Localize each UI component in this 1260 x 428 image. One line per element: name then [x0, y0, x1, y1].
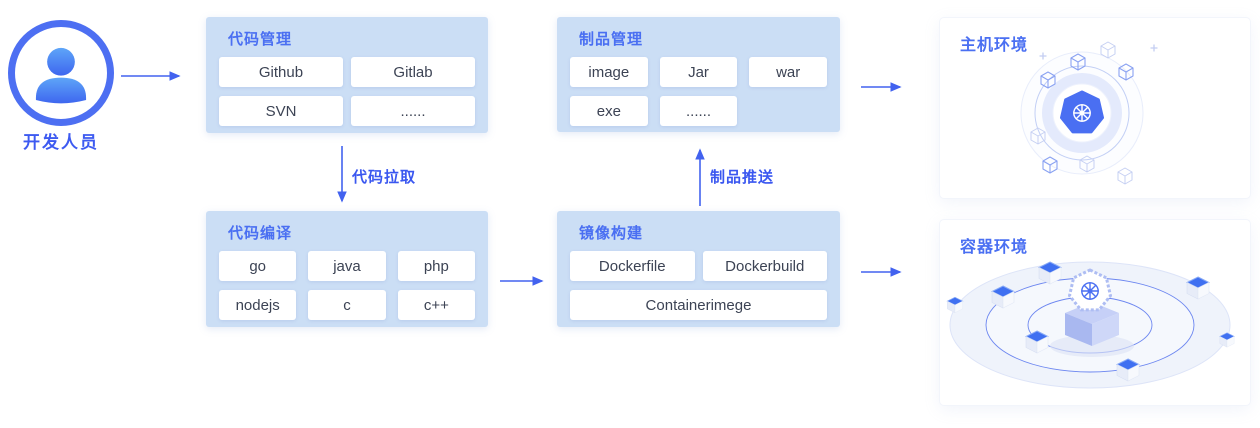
artifact-push-label: 制品推送	[710, 169, 775, 186]
chip-java: java	[308, 251, 386, 281]
code-pull-label: 代码拉取	[352, 169, 417, 186]
chip-more: ......	[351, 96, 475, 126]
plus-icon	[1038, 51, 1048, 61]
developer-avatar-icon	[35, 47, 87, 104]
kubernetes-icon	[1081, 282, 1099, 300]
chip-image: image	[570, 57, 648, 87]
pill-grid: image Jar war exe ......	[557, 49, 840, 126]
kubernetes-icon	[1073, 104, 1091, 122]
panel-artifact-management: 制品管理 image Jar war exe ......	[557, 17, 840, 132]
host-environment-title: 主机环境	[960, 37, 1029, 54]
pill-grid: Dockerfile Dockerbuild Containerimege	[557, 243, 840, 320]
developer-label: 开发人员	[23, 133, 99, 152]
orbit-ring-mid	[1034, 65, 1130, 161]
panel-code-management: 代码管理 Github Gitlab SVN ......	[206, 17, 488, 133]
panel-title: 镜像构建	[579, 225, 644, 242]
chip-c: c	[308, 290, 386, 320]
central-cube	[1065, 302, 1119, 346]
panel-code-compile: 代码编译 go java php nodejs c c++	[206, 211, 488, 327]
panel-title: 代码编译	[228, 225, 293, 242]
plus-icon	[1149, 43, 1159, 53]
panel-title: 代码管理	[228, 31, 293, 48]
panel-title: 制品管理	[579, 31, 644, 48]
chip-jar: Jar	[659, 57, 738, 87]
chip-dockerbuild: Dockerbuild	[702, 251, 827, 281]
host-environment-illustration	[1020, 41, 1159, 185]
chip-exe: exe	[570, 96, 648, 126]
panel-image-build: 镜像构建 Dockerfile Dockerbuild Containerime…	[557, 211, 840, 327]
chip-gitlab: Gitlab	[351, 57, 475, 87]
pill-grid: go java php nodejs c c++	[206, 243, 488, 320]
pill-grid: Github Gitlab SVN ......	[206, 49, 488, 126]
chip-nodejs: nodejs	[219, 290, 297, 320]
chip-dockerfile: Dockerfile	[570, 251, 695, 281]
chip-cpp: c++	[397, 290, 475, 320]
cube-icon-faint	[1117, 167, 1133, 185]
container-environment-title: 容器环境	[960, 239, 1029, 256]
chip-war: war	[749, 57, 827, 87]
cube-icon-faint	[1100, 41, 1116, 59]
chip-containerimege: Containerimege	[570, 290, 827, 320]
chip-more: ......	[659, 96, 738, 126]
chip-go: go	[219, 251, 297, 281]
host-environment-box: 主机环境	[940, 18, 1250, 198]
container-environment-illustration	[946, 261, 1235, 389]
chip-php: php	[397, 251, 475, 281]
developer-avatar	[8, 20, 114, 126]
chip-svn: SVN	[219, 96, 343, 126]
chip-github: Github	[219, 57, 343, 87]
container-environment-box: 容器环境	[940, 220, 1250, 405]
